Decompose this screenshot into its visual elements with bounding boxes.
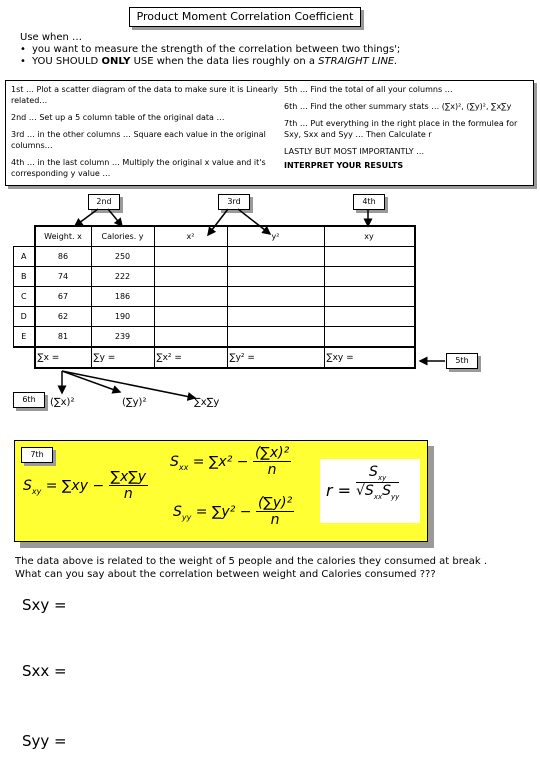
bullet-1: you want to measure the strength of the … [20,44,400,56]
header-x2: x² [153,225,228,247]
bullet-2-pre: YOU SHOULD [32,56,102,67]
arrow-2nd-a [73,208,99,227]
arrow-6th-b [61,370,122,394]
intro-bullets: you want to measure the strength of the … [20,44,400,68]
cell-y2 [226,286,325,307]
answer-sxx: Sxx = [22,662,67,680]
cell-y2 [226,326,325,348]
sum-row: ∑x = ∑y = ∑x² = ∑y² = ∑xy = [13,346,416,369]
sum-x2: ∑x² = [153,346,228,369]
cell-xy [323,266,416,287]
row-label: E [13,326,35,348]
header-y2: y² [226,225,325,247]
data-table: Weight. x Calories. y x² y² xy A 86 250 … [13,225,416,369]
cell-y: 190 [90,306,155,327]
intro-text: Use when … you want to measure the stren… [20,32,400,68]
cell-xy [323,306,416,327]
cell-x2 [153,286,228,307]
step-5: 5th … Find the total of all your columns… [284,85,453,94]
cell-x2 [153,326,228,348]
arrow-6th-c [61,370,197,401]
row-label: C [13,286,35,307]
row-label: A [13,246,35,267]
table-row: B 74 222 [13,266,416,287]
answer-sxy: Sxy = [22,596,67,614]
step-lastly: LASTLY BUT MOST IMPORTANTLY … [284,147,425,156]
row-label: B [13,266,35,287]
sum-xy: ∑xy = [323,346,416,369]
cell-y: 239 [90,326,155,348]
bullet-2: YOU SHOULD ONLY USE when the data lies r… [20,56,400,68]
step-interpret: INTERPRET YOUR RESULTS [284,161,404,170]
step-1: 1st … Plot a scatter diagram of the data… [11,85,278,105]
row-label: D [13,306,35,327]
cell-x: 81 [33,326,92,348]
sum-y: ∑y = [90,346,155,369]
header-xy: xy [323,225,416,247]
question-line-1: The data above is related to the weight … [15,556,488,567]
stat-sumx-squared: (∑x)² [50,397,75,408]
formula-r: r = Sxy √SxxSyy [320,459,420,523]
table-row: D 62 190 [13,306,416,327]
sum-x: ∑x = [33,346,92,369]
table-row: E 81 239 [13,326,416,348]
cell-x: 62 [33,306,92,327]
cell-x: 86 [33,246,92,267]
cell-y2 [226,246,325,267]
steps-left: 1st … Plot a scatter diagram of the data… [11,84,279,185]
cell-x: 67 [33,286,92,307]
answer-syy: Syy = [22,732,67,750]
stat-sumy-squared: (∑y)² [122,397,147,408]
tag-6th: 6th [13,392,45,408]
bullet-2-mid: USE when the data lies roughly on a [130,56,319,67]
stat-sumx-sumy: ∑x∑y [194,397,220,408]
step-3: 3rd … in the other columns … Square each… [11,130,266,150]
arrow-2nd-b [107,208,123,228]
cell-x: 74 [33,266,92,287]
cell-x2 [153,246,228,267]
bullet-2-bold: ONLY [101,56,131,67]
page-title: Product Moment Correlation Coefficient [129,7,361,27]
step-2: 2nd … Set up a 5 column table of the ori… [11,113,225,122]
tag-3rd: 3rd [218,194,250,210]
step-7: 7th … Put everything in the right place … [284,119,518,139]
sum-y2: ∑y² = [226,346,325,369]
cell-y2 [226,306,325,327]
cell-x2 [153,266,228,287]
question-text: The data above is related to the weight … [15,555,487,581]
cell-y2 [226,266,325,287]
step-4: 4th … in the last column … Multiply the … [11,158,266,178]
header-calories: Calories. y [90,225,155,247]
tag-2nd: 2nd [88,194,120,210]
header-weight: Weight. x [33,225,92,247]
question-line-2: What can you say about the correlation b… [15,569,436,580]
steps-box: 1st … Plot a scatter diagram of the data… [5,80,534,186]
cell-y: 250 [90,246,155,267]
cell-y: 186 [90,286,155,307]
tag-5th: 5th [446,353,478,369]
cell-x2 [153,306,228,327]
bullet-2-italic: STRAIGHT LINE. [318,56,398,67]
cell-xy [323,326,416,348]
cell-xy [323,286,416,307]
table-header-row: Weight. x Calories. y x² y² xy [14,225,416,247]
tag-7th: 7th [21,447,53,463]
step-6: 6th … Find the other summary stats … (∑x… [284,102,512,111]
table-row: C 67 186 [13,286,416,307]
steps-right: 5th … Find the total of all your columns… [284,84,529,177]
cell-y: 222 [90,266,155,287]
table-row: A 86 250 [13,246,416,267]
tag-4th: 4th [353,194,385,210]
cell-xy [323,246,416,267]
intro-line: Use when … [20,32,83,43]
